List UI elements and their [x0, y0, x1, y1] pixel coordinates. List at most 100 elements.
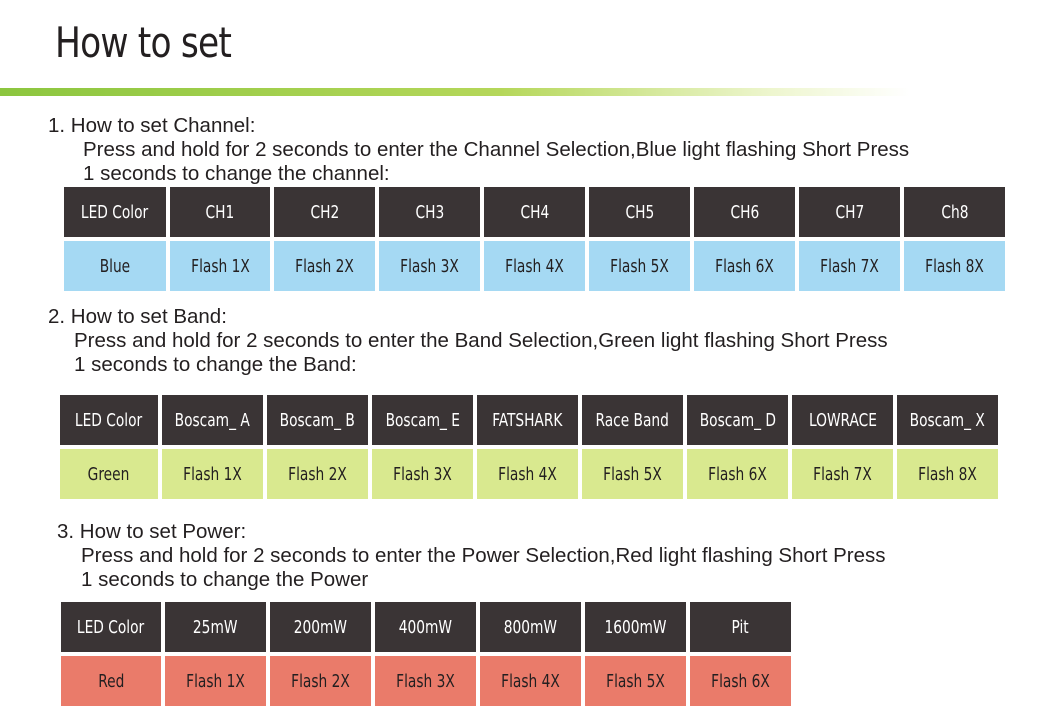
channel-value-row: Blue Flash 1X Flash 2X Flash 3X Flash 4X Flas…	[64, 241, 1005, 291]
band-header-cell: Race Band	[582, 395, 683, 445]
channel-header-label: CH5	[625, 201, 654, 223]
band-value-label: Flash 8X	[918, 463, 977, 485]
channel-value-cell: Blue	[64, 241, 166, 291]
channel-value-label: Flash 1X	[190, 255, 250, 277]
channel-header-label: CH7	[835, 201, 864, 223]
power-value-cell: Flash 4X	[480, 656, 581, 706]
channel-value-cell: Flash 2X	[274, 241, 375, 291]
channel-value-cell: Flash 1X	[170, 241, 270, 291]
channel-header-cell: LED Color	[64, 187, 166, 237]
channel-header-cell: CH5	[589, 187, 690, 237]
band-header-cell: Boscam_ D	[687, 395, 788, 445]
channel-header-label: CH1	[205, 201, 235, 223]
channel-header-cell: CH1	[170, 187, 270, 237]
band-header-row: LED Color Boscam_ A Boscam_ B Boscam_ E FATS…	[60, 395, 998, 445]
band-value-row: Green Flash 1X Flash 2X Flash 3X Flash 4X Fla…	[60, 449, 998, 499]
channel-value-label: Flash 5X	[610, 255, 669, 277]
band-instruction-line2: 1 seconds to change the Band:	[74, 353, 357, 376]
channel-header-cell: CH3	[379, 187, 480, 237]
power-value-cell: Flash 5X	[585, 656, 686, 706]
power-value-cell: Flash 1X	[165, 656, 266, 706]
power-header-cell: 1600mW	[585, 602, 686, 652]
power-instruction-line1: Press and hold for 2 seconds to enter th…	[81, 544, 886, 567]
band-section-text: 2. How to set Band: Press and hold for 2…	[48, 305, 888, 377]
power-header-cell: 400mW	[375, 602, 476, 652]
band-header-cell: Boscam_ A	[162, 395, 263, 445]
band-header-label: Boscam_ D	[699, 409, 776, 431]
power-header-label: 25mW	[193, 616, 238, 638]
power-header-cell: 800mW	[480, 602, 581, 652]
band-value-label: Flash 3X	[393, 463, 452, 485]
channel-table: LED Color CH1 CH2 CH3 CH4 CH5 CH6 CH7 Ch8 Blue Fl…	[60, 183, 1009, 295]
band-header-label: Boscam_ E	[385, 409, 460, 431]
band-header-cell: Boscam_ E	[372, 395, 473, 445]
channel-value-cell: Flash 7X	[799, 241, 900, 291]
power-header-label: LED Color	[77, 616, 145, 638]
channel-header-label: LED Color	[81, 201, 149, 223]
power-value-label: Flash 3X	[396, 670, 455, 692]
channel-instruction-line2: 1 seconds to change the channel:	[83, 162, 390, 185]
band-value-cell: Flash 3X	[372, 449, 473, 499]
band-value-label: Flash 6X	[708, 463, 767, 485]
channel-header-cell: CH4	[484, 187, 585, 237]
channel-header-label: CH4	[520, 201, 549, 223]
power-value-label: Flash 1X	[186, 670, 245, 692]
power-header-cell: Pit	[690, 602, 791, 652]
power-value-cell: Flash 2X	[270, 656, 371, 706]
band-value-cell: Flash 2X	[267, 449, 368, 499]
band-value-label: Flash 7X	[813, 463, 872, 485]
channel-header-cell: CH2	[274, 187, 375, 237]
power-header-label: Pit	[731, 616, 750, 638]
channel-value-cell: Flash 3X	[379, 241, 480, 291]
band-header-cell: FATSHARK	[477, 395, 578, 445]
band-value-label: Flash 4X	[498, 463, 557, 485]
channel-header-cell: CH7	[799, 187, 900, 237]
channel-header-label: Ch8	[940, 201, 969, 223]
band-header-cell: LOWRACE	[792, 395, 893, 445]
band-value-cell: Green	[60, 449, 158, 499]
band-header-label: LED Color	[75, 409, 143, 431]
band-value-cell: Flash 5X	[582, 449, 683, 499]
band-value-cell: Flash 8X	[897, 449, 998, 499]
band-header-label: FATSHARK	[492, 409, 563, 431]
channel-header-label: CH2	[310, 201, 339, 223]
band-value-cell: Flash 1X	[162, 449, 263, 499]
channel-value-cell: Flash 5X	[589, 241, 690, 291]
power-header-cell: LED Color	[61, 602, 161, 652]
channel-value-label: Flash 8X	[925, 255, 984, 277]
power-value-cell: Red	[61, 656, 161, 706]
power-value-row: Red Flash 1X Flash 2X Flash 3X Flash 4X Flash…	[61, 656, 791, 706]
power-value-label: Flash 5X	[606, 670, 665, 692]
band-value-cell: Flash 7X	[792, 449, 893, 499]
title-underline	[0, 88, 910, 96]
band-header-label: Boscam_ X	[909, 409, 986, 431]
channel-instruction-line1: Press and hold for 2 seconds to enter th…	[83, 138, 910, 161]
band-value-label: Green	[88, 463, 130, 485]
band-header-label: Boscam_ A	[174, 409, 251, 431]
channel-heading: 1. How to set Channel:	[48, 114, 256, 137]
channel-header-label: CH3	[415, 201, 444, 223]
channel-header-label: CH6	[730, 201, 759, 223]
band-value-label: Flash 2X	[288, 463, 347, 485]
band-heading: 2. How to set Band:	[48, 305, 227, 328]
band-header-cell: Boscam_ B	[267, 395, 368, 445]
power-header-label: 200mW	[293, 616, 348, 638]
power-value-cell: Flash 6X	[690, 656, 791, 706]
power-instruction-line2: 1 seconds to change the Power	[81, 568, 369, 591]
power-header-cell: 25mW	[165, 602, 266, 652]
channel-value-label: Flash 7X	[820, 255, 879, 277]
power-value-label: Red	[97, 670, 125, 692]
power-heading: 3. How to set Power:	[57, 520, 247, 543]
channel-header-cell: CH6	[694, 187, 795, 237]
power-header-label: 1600mW	[604, 616, 667, 638]
band-header-label: Boscam_ B	[279, 409, 356, 431]
band-instruction-line1: Press and hold for 2 seconds to enter th…	[74, 329, 888, 352]
band-value-label: Flash 1X	[183, 463, 242, 485]
page-title: How to set	[55, 18, 232, 67]
channel-section-text: 1. How to set Channel: Press and hold fo…	[48, 114, 909, 186]
channel-value-label: Flash 2X	[295, 255, 354, 277]
channel-value-cell: Flash 6X	[694, 241, 795, 291]
channel-value-label: Flash 4X	[505, 255, 564, 277]
channel-value-label: Blue	[99, 255, 131, 277]
